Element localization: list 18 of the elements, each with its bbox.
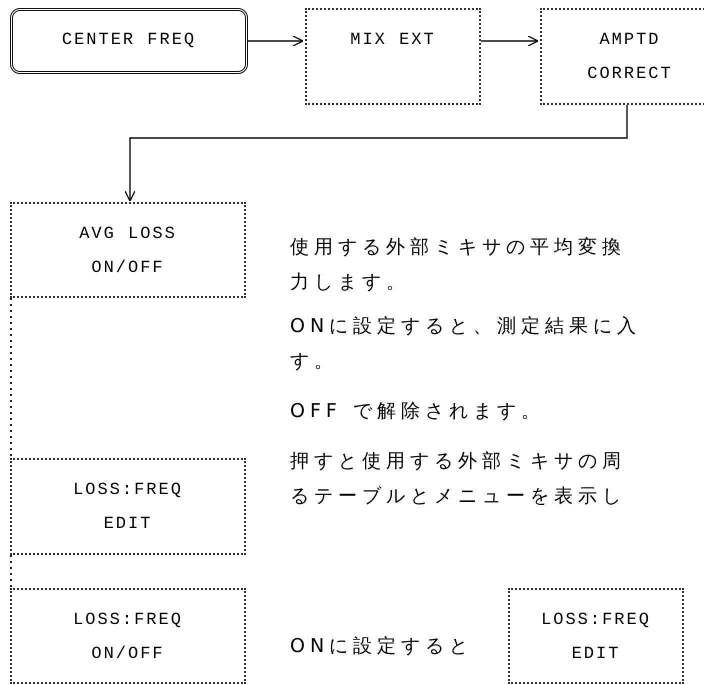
description-text: 使用する外部ミキサの平均変換 [290, 235, 626, 260]
arrow [124, 105, 628, 202]
menu-key-box: LOSS:FREQ EDIT [508, 588, 684, 684]
menu-key-box: AVG LOSS ON/OFF [10, 202, 246, 298]
menu-key-box: AMPTD CORRECT [540, 8, 704, 105]
description-text: 押すと使用する外部ミキサの周 [290, 449, 626, 474]
description-text: 力します。 [290, 270, 410, 295]
menu-key-box: MIX EXT [305, 8, 481, 105]
key-box: CENTER FREQ [10, 8, 248, 74]
description-text: す。 [290, 349, 338, 374]
description-text: ONに設定すると、測定結果に入 [290, 314, 642, 339]
arrow [481, 35, 539, 47]
menu-key-box: LOSS:FREQ EDIT [10, 458, 246, 555]
menu-key-box: LOSS:FREQ ON/OFF [10, 588, 246, 684]
description-text: るテーブルとメニューを表示し [290, 484, 626, 509]
description-text: ONに設定すると [290, 634, 474, 659]
arrow [248, 35, 304, 47]
description-text: OFF で解除されます。 [290, 399, 545, 424]
